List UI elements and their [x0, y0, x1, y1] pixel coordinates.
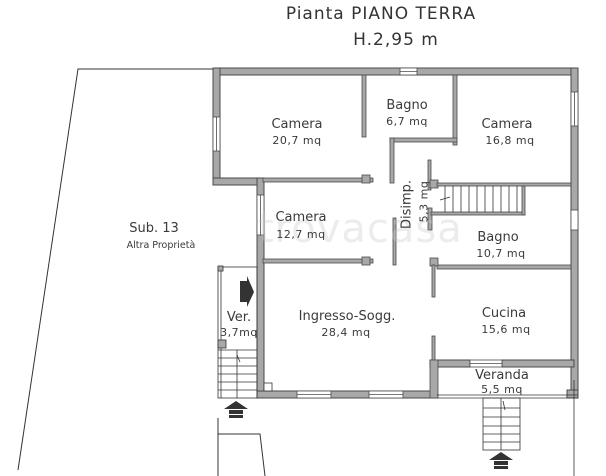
room-ver-area: 3,7mq [220, 326, 258, 339]
entrance-arrow-up-icon [224, 401, 248, 418]
neighbor-name: Sub. 13 [129, 221, 179, 236]
room-bagno-2-area: 10,7 mq [476, 247, 526, 260]
room-disimp-area: 5,3 mq [417, 180, 431, 223]
room-bagno-2-name: Bagno [477, 230, 519, 245]
room-ingresso-name: Ingresso-Sogg. [298, 309, 396, 324]
room-veranda-area: 5,5 mq [481, 383, 523, 396]
room-ingresso-area: 28,4 mq [321, 326, 371, 339]
room-camera-3-name: Camera [275, 210, 327, 225]
room-cucina-area: 15,6 mq [481, 323, 531, 336]
room-camera-2-name: Camera [481, 117, 533, 132]
room-cucina-name: Cucina [481, 306, 527, 321]
room-camera-1-area: 20,7 mq [272, 134, 322, 147]
room-disimp-name: Disimp. [399, 179, 415, 230]
veranda-left [217, 265, 273, 399]
room-ver-name: Ver. [226, 310, 252, 325]
room-camera-3-area: 12,7 mq [276, 228, 326, 241]
room-bagno-1-area: 6,7 mq [386, 115, 428, 128]
plan-title: Pianta PIANO TERRA [285, 4, 477, 24]
interior-walls [262, 74, 572, 399]
watermark: trovacasa [258, 206, 463, 252]
windows [212, 67, 579, 399]
exterior-stairs [482, 397, 521, 451]
room-veranda-name: Veranda [475, 368, 529, 383]
room-camera-1-name: Camera [271, 117, 323, 132]
veranda-entrance-arrow-up-icon [489, 452, 513, 469]
internal-staircase [439, 186, 518, 212]
neighbor-property-outline [17, 68, 266, 476]
entry-arrow-right-icon [240, 276, 254, 307]
neighbor-note: Altra Proprietà [126, 240, 196, 251]
plan-height: H.2,95 m [353, 30, 439, 50]
room-bagno-1-name: Bagno [386, 98, 428, 113]
room-camera-2-area: 16,8 mq [485, 134, 535, 147]
